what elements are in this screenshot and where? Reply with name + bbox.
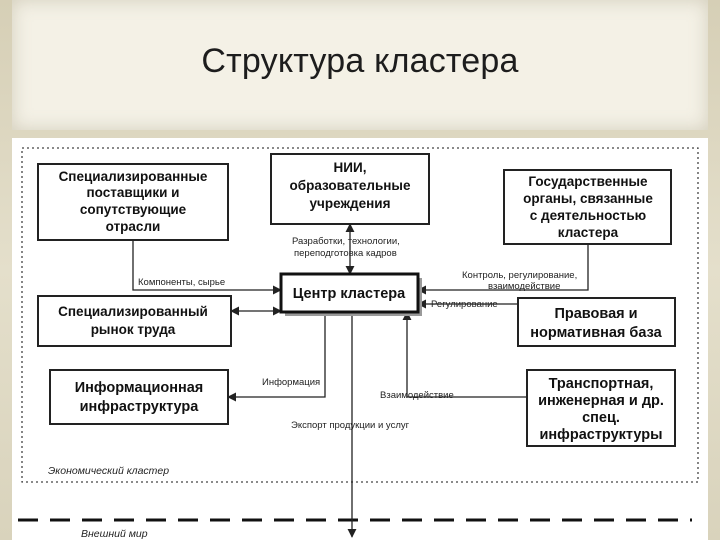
box-info-line2: инфраструктура xyxy=(80,399,200,415)
box-legal-line1: Правовая и xyxy=(554,306,637,322)
label-regulation: Регулирование xyxy=(431,299,498,310)
box-legal: Правовая и нормативная база xyxy=(517,297,676,347)
box-suppliers-line1: Специализированные xyxy=(59,169,208,184)
box-government-line3: с деятельностью xyxy=(530,208,646,223)
box-transport-line4: инфраструктуры xyxy=(539,427,662,443)
box-center-label: Центр кластера xyxy=(293,286,406,302)
zone-label-economic-cluster: Экономический кластер xyxy=(48,465,169,477)
box-labor-line2: рынок труда xyxy=(91,322,176,337)
edge-labels: Разработки, технологии, переподготовка к… xyxy=(138,236,577,431)
label-control-line2: взаимодействие xyxy=(488,281,560,292)
label-control-line1: Контроль, регулирование, xyxy=(462,270,577,281)
box-info-line1: Информационная xyxy=(75,380,204,396)
box-transport-line2: инженерная и др. xyxy=(538,393,664,409)
label-export: Экспорт продукции и услуг xyxy=(291,420,410,431)
box-nii-line2: образовательные xyxy=(290,178,411,193)
box-legal-line2: нормативная база xyxy=(530,325,662,341)
box-transport: Транспортная, инженерная и др. спец. инф… xyxy=(526,369,676,447)
box-government-line1: Государственные xyxy=(528,174,648,189)
label-research-line2: переподготовка кадров xyxy=(294,248,397,259)
label-interaction: Взаимодействие xyxy=(380,390,454,401)
box-government-line4: кластера xyxy=(558,225,619,240)
box-suppliers: Специализированные поставщики и сопутств… xyxy=(37,163,229,241)
box-suppliers-line2: поставщики и xyxy=(87,185,180,200)
slide-title: Структура кластера xyxy=(201,42,519,80)
box-government: Государственные органы, связанные с деят… xyxy=(503,169,672,245)
label-research-line1: Разработки, технологии, xyxy=(292,236,400,247)
box-transport-line1: Транспортная, xyxy=(549,376,654,392)
box-suppliers-line4: отрасли xyxy=(106,219,161,234)
box-nii-line3: учреждения xyxy=(310,196,391,211)
box-nii-line1: НИИ, xyxy=(334,160,367,175)
connectors xyxy=(132,223,589,538)
box-labor: Специализированный рынок труда xyxy=(37,295,232,347)
box-labor-line1: Специализированный xyxy=(58,304,208,319)
label-components: Компоненты, сырье xyxy=(138,277,225,288)
box-info: Информационная инфраструктура xyxy=(49,369,229,425)
box-suppliers-line3: сопутствующие xyxy=(80,202,187,217)
slide-header-panel xyxy=(12,0,708,130)
zone-label-outer-world: Внешний мир xyxy=(81,528,148,540)
box-transport-line3: спец. xyxy=(582,410,620,426)
label-information: Информация xyxy=(262,377,320,388)
box-center: Центр кластера xyxy=(279,272,422,316)
box-nii: НИИ, образовательные учреждения xyxy=(270,153,430,225)
box-government-line2: органы, связанные xyxy=(523,191,653,206)
